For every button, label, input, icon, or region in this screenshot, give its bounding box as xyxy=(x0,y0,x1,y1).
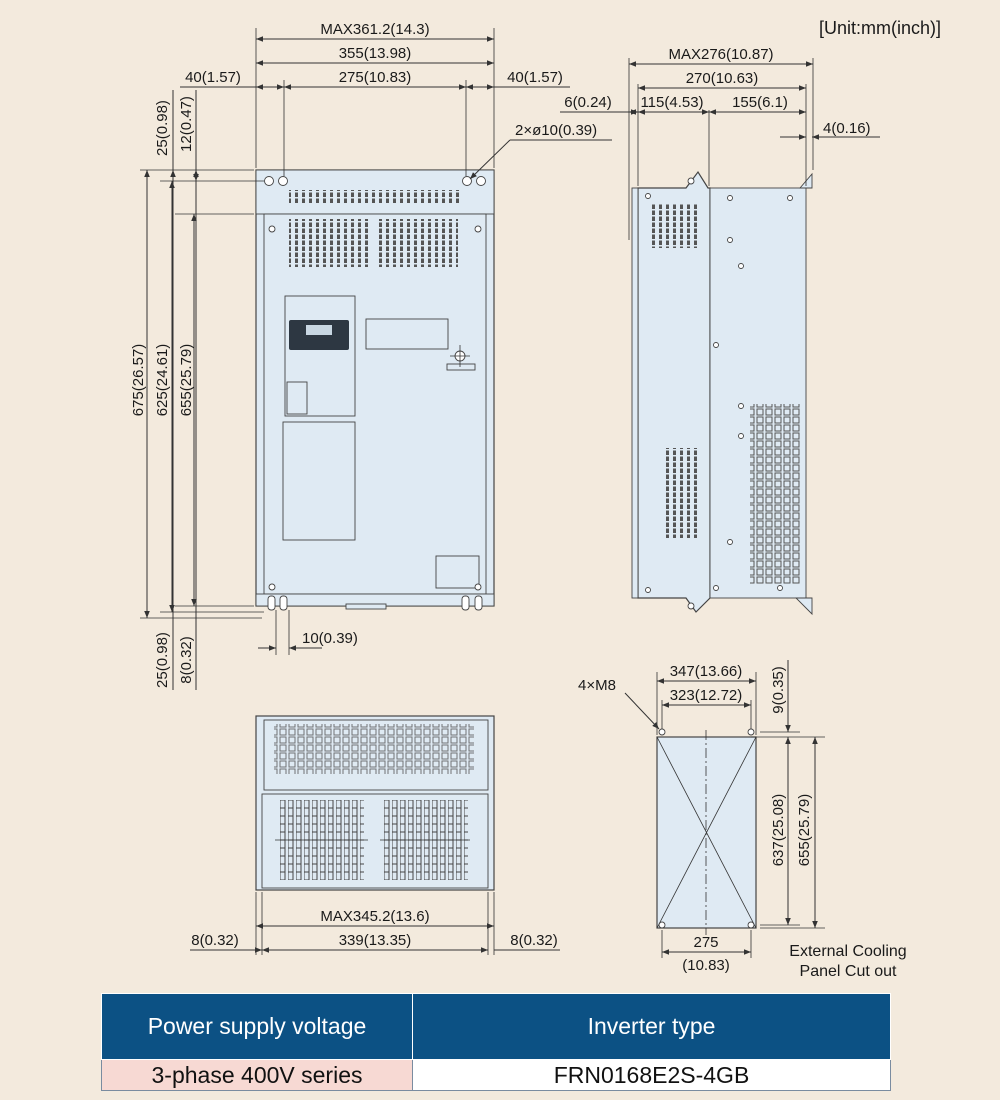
front-hole-note: 2×ø10(0.39) xyxy=(515,122,597,139)
front-left-offset-label: 40(1.57) xyxy=(185,69,241,86)
bottom-width-label: 339(13.35) xyxy=(339,932,412,949)
front-right-offset-label: 40(1.57) xyxy=(507,69,563,86)
front-max-width-label: MAX361.2(14.3) xyxy=(320,21,429,38)
header-inverter-type: Inverter type xyxy=(412,993,891,1060)
side-view: MAX276(10.87) 270(10.63) 6(0.24) 115(4.5… xyxy=(560,46,880,616)
side-flange-offset-label: 6(0.24) xyxy=(564,94,612,111)
front-bottom-gap-label: 25(0.98) xyxy=(154,632,171,688)
panel-cutout: 4×M8 347(13.66) 323(12.72) 9(0.35) 637(2… xyxy=(578,660,907,980)
cutout-bottom-width-in: (10.83) xyxy=(682,957,730,974)
front-width-label: 355(13.98) xyxy=(339,45,412,62)
cell-voltage-series: 3-phase 400V series xyxy=(101,1059,413,1091)
spec-table-header-row: Power supply voltage Inverter type xyxy=(101,993,891,1060)
spec-table: Power supply voltage Inverter type 3-pha… xyxy=(101,993,891,1091)
front-top-hole-label: 12(0.47) xyxy=(178,96,195,152)
cutout-bottom-width-mm: 275 xyxy=(693,934,718,951)
side-max-depth-label: MAX276(10.87) xyxy=(668,46,773,63)
front-bottom-slot-label: 10(0.39) xyxy=(302,630,358,647)
bottom-right-margin-label: 8(0.32) xyxy=(510,932,558,949)
side-rear-depth-label: 155(6.1) xyxy=(732,94,788,111)
front-view: MAX361.2(14.3) 355(13.98) 40(1.57) 275(1… xyxy=(130,21,612,690)
front-hole-height-label: 625(24.61) xyxy=(154,344,171,417)
cell-inverter-model: FRN0168E2S-4GB xyxy=(412,1059,891,1091)
cutout-caption-line2: Panel Cut out xyxy=(800,963,898,980)
cutout-outer-width-label: 347(13.66) xyxy=(670,663,743,680)
front-bottom-hole-label: 8(0.32) xyxy=(178,636,195,684)
cutout-cut-height-label: 637(25.08) xyxy=(770,794,787,867)
cutout-caption-line1: External Cooling xyxy=(789,943,906,960)
cutout-screw-note: 4×M8 xyxy=(578,677,616,694)
table-row: 3-phase 400V series FRN0168E2S-4GB xyxy=(101,1059,891,1091)
cutout-top-margin-label: 9(0.35) xyxy=(770,666,787,714)
unit-label: [Unit:mm(inch)] xyxy=(819,18,941,38)
bottom-view: MAX345.2(13.6) 8(0.32) 339(13.35) 8(0.32… xyxy=(190,715,560,955)
bottom-max-width-label: MAX345.2(13.6) xyxy=(320,908,429,925)
cutout-inner-width-label: 323(12.72) xyxy=(670,687,743,704)
bottom-left-margin-label: 8(0.32) xyxy=(191,932,239,949)
front-top-gap-label: 25(0.98) xyxy=(154,100,171,156)
side-rear-flange-label: 4(0.16) xyxy=(823,120,871,137)
side-depth-label: 270(10.63) xyxy=(686,70,759,87)
side-front-depth-label: 115(4.53) xyxy=(640,94,703,111)
front-body-height-label: 655(25.79) xyxy=(178,344,195,417)
cutout-total-height-label: 655(25.79) xyxy=(796,794,813,867)
front-hole-pitch-label: 275(10.83) xyxy=(339,69,412,86)
header-power-supply-voltage: Power supply voltage xyxy=(101,993,413,1060)
front-total-height-label: 675(26.57) xyxy=(130,344,147,417)
